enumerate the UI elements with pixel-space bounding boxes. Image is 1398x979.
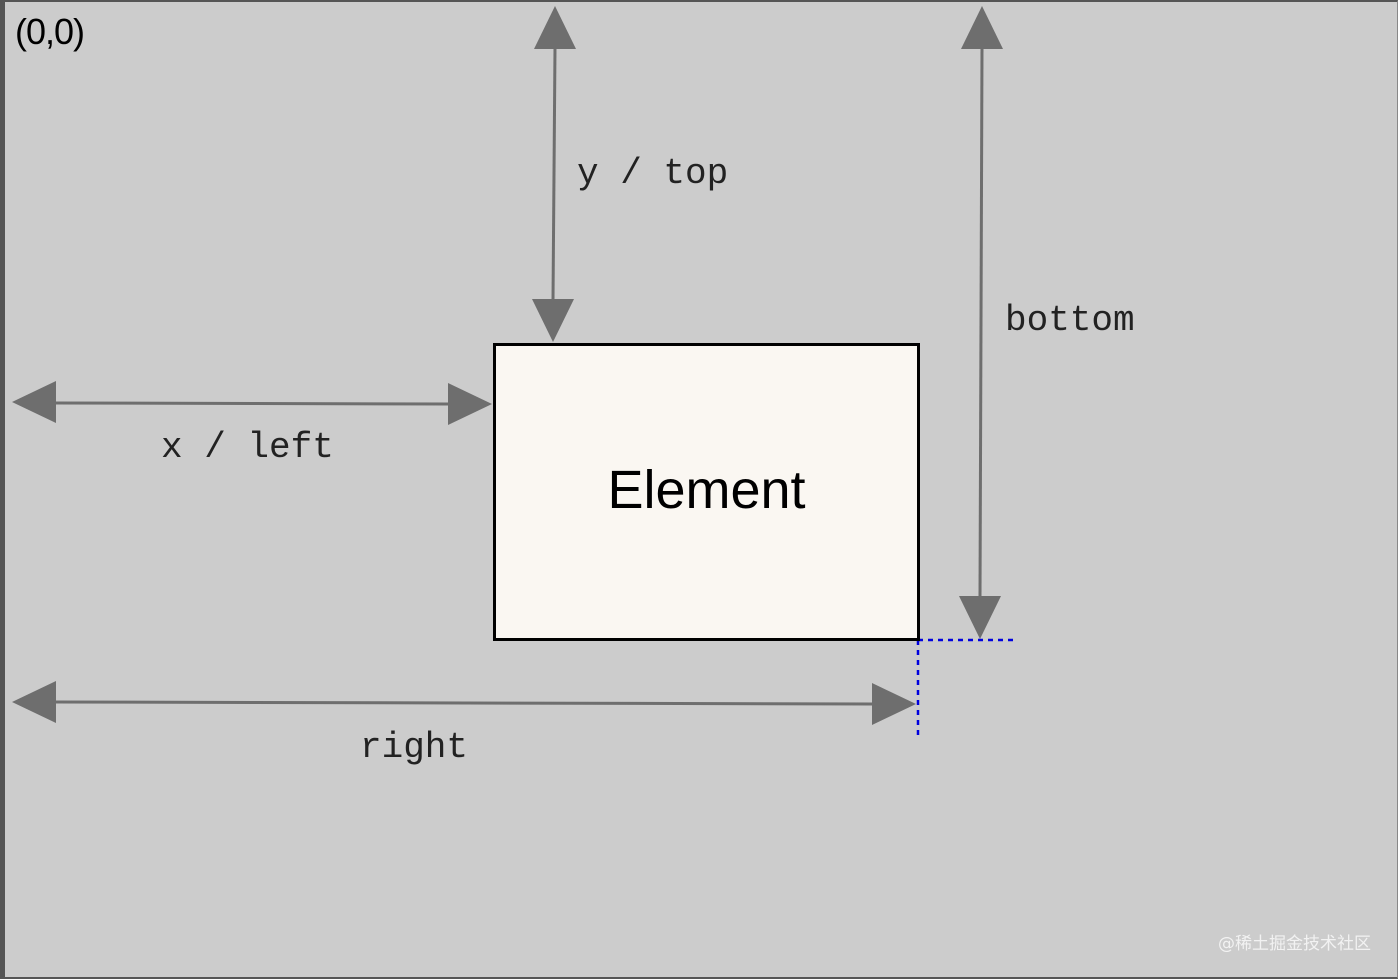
origin-label: (0,0) (15, 11, 85, 52)
bottom-arrow (959, 6, 1003, 639)
element-box: Element (493, 343, 920, 641)
top-arrow (532, 6, 576, 342)
right-arrow (12, 681, 916, 725)
corner-guides (916, 638, 1015, 738)
bottom-label: bottom (1005, 300, 1135, 341)
watermark: @稀土掘金技术社区 (1218, 934, 1371, 954)
right-label: right (360, 727, 469, 768)
top-label: y / top (577, 153, 729, 194)
left-label: x / left (161, 427, 334, 468)
left-arrow (12, 381, 492, 425)
element-label: Element (607, 460, 806, 520)
arrows-layer (12, 6, 1015, 738)
